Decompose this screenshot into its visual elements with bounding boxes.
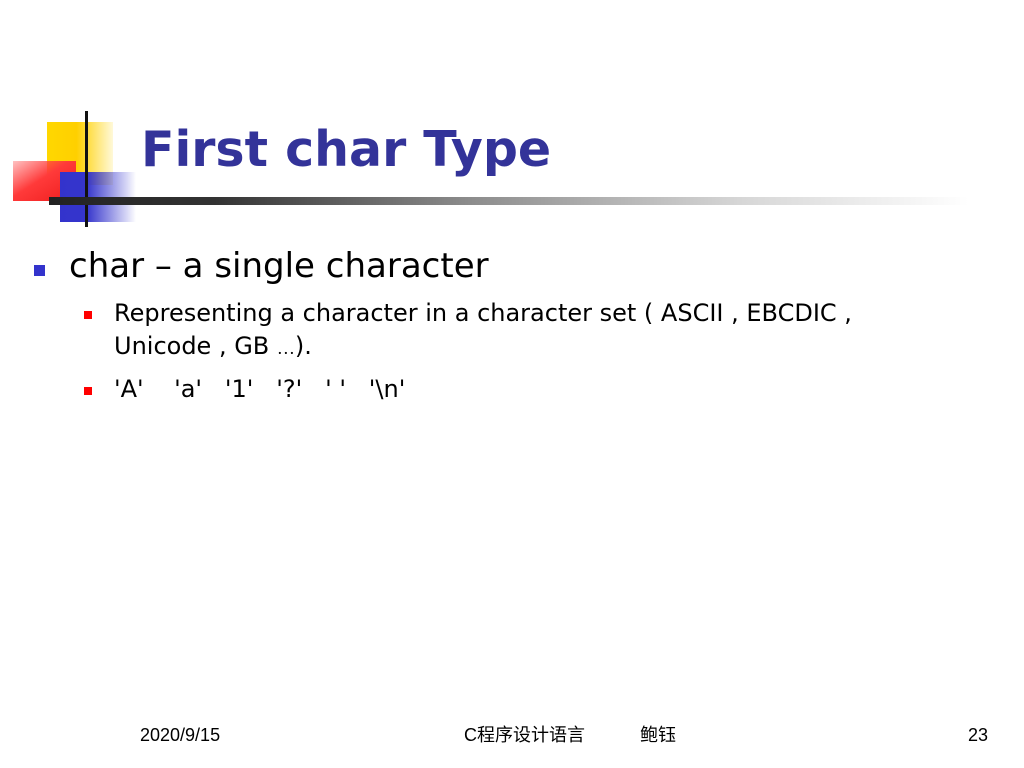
character-set-end-text: ). bbox=[294, 332, 312, 360]
sub-bullet-square-icon bbox=[84, 311, 92, 319]
footer-page-number: 23 bbox=[968, 725, 989, 745]
sub-bullet-square-icon bbox=[84, 387, 92, 395]
footer-author: 鲍钰 bbox=[640, 725, 676, 745]
title-underline bbox=[49, 197, 969, 205]
sub-bullet-text-char-examples: 'A' 'a' '1' '?' ' ' '\n' bbox=[114, 375, 406, 403]
sub-bullet-text-character-set: Representing a character in a character … bbox=[114, 297, 924, 365]
footer-course: C程序设计语言 bbox=[464, 725, 585, 745]
ellipsis-text: … bbox=[276, 338, 295, 358]
bullet-text-char: char – a single character bbox=[69, 246, 489, 286]
logo-vertical-line bbox=[85, 111, 88, 227]
bullet-square-icon bbox=[34, 265, 45, 276]
slide-title: First char Type bbox=[141, 121, 552, 178]
character-set-text: Representing a character in a character … bbox=[114, 299, 852, 360]
footer-date: 2020/9/15 bbox=[140, 725, 221, 745]
